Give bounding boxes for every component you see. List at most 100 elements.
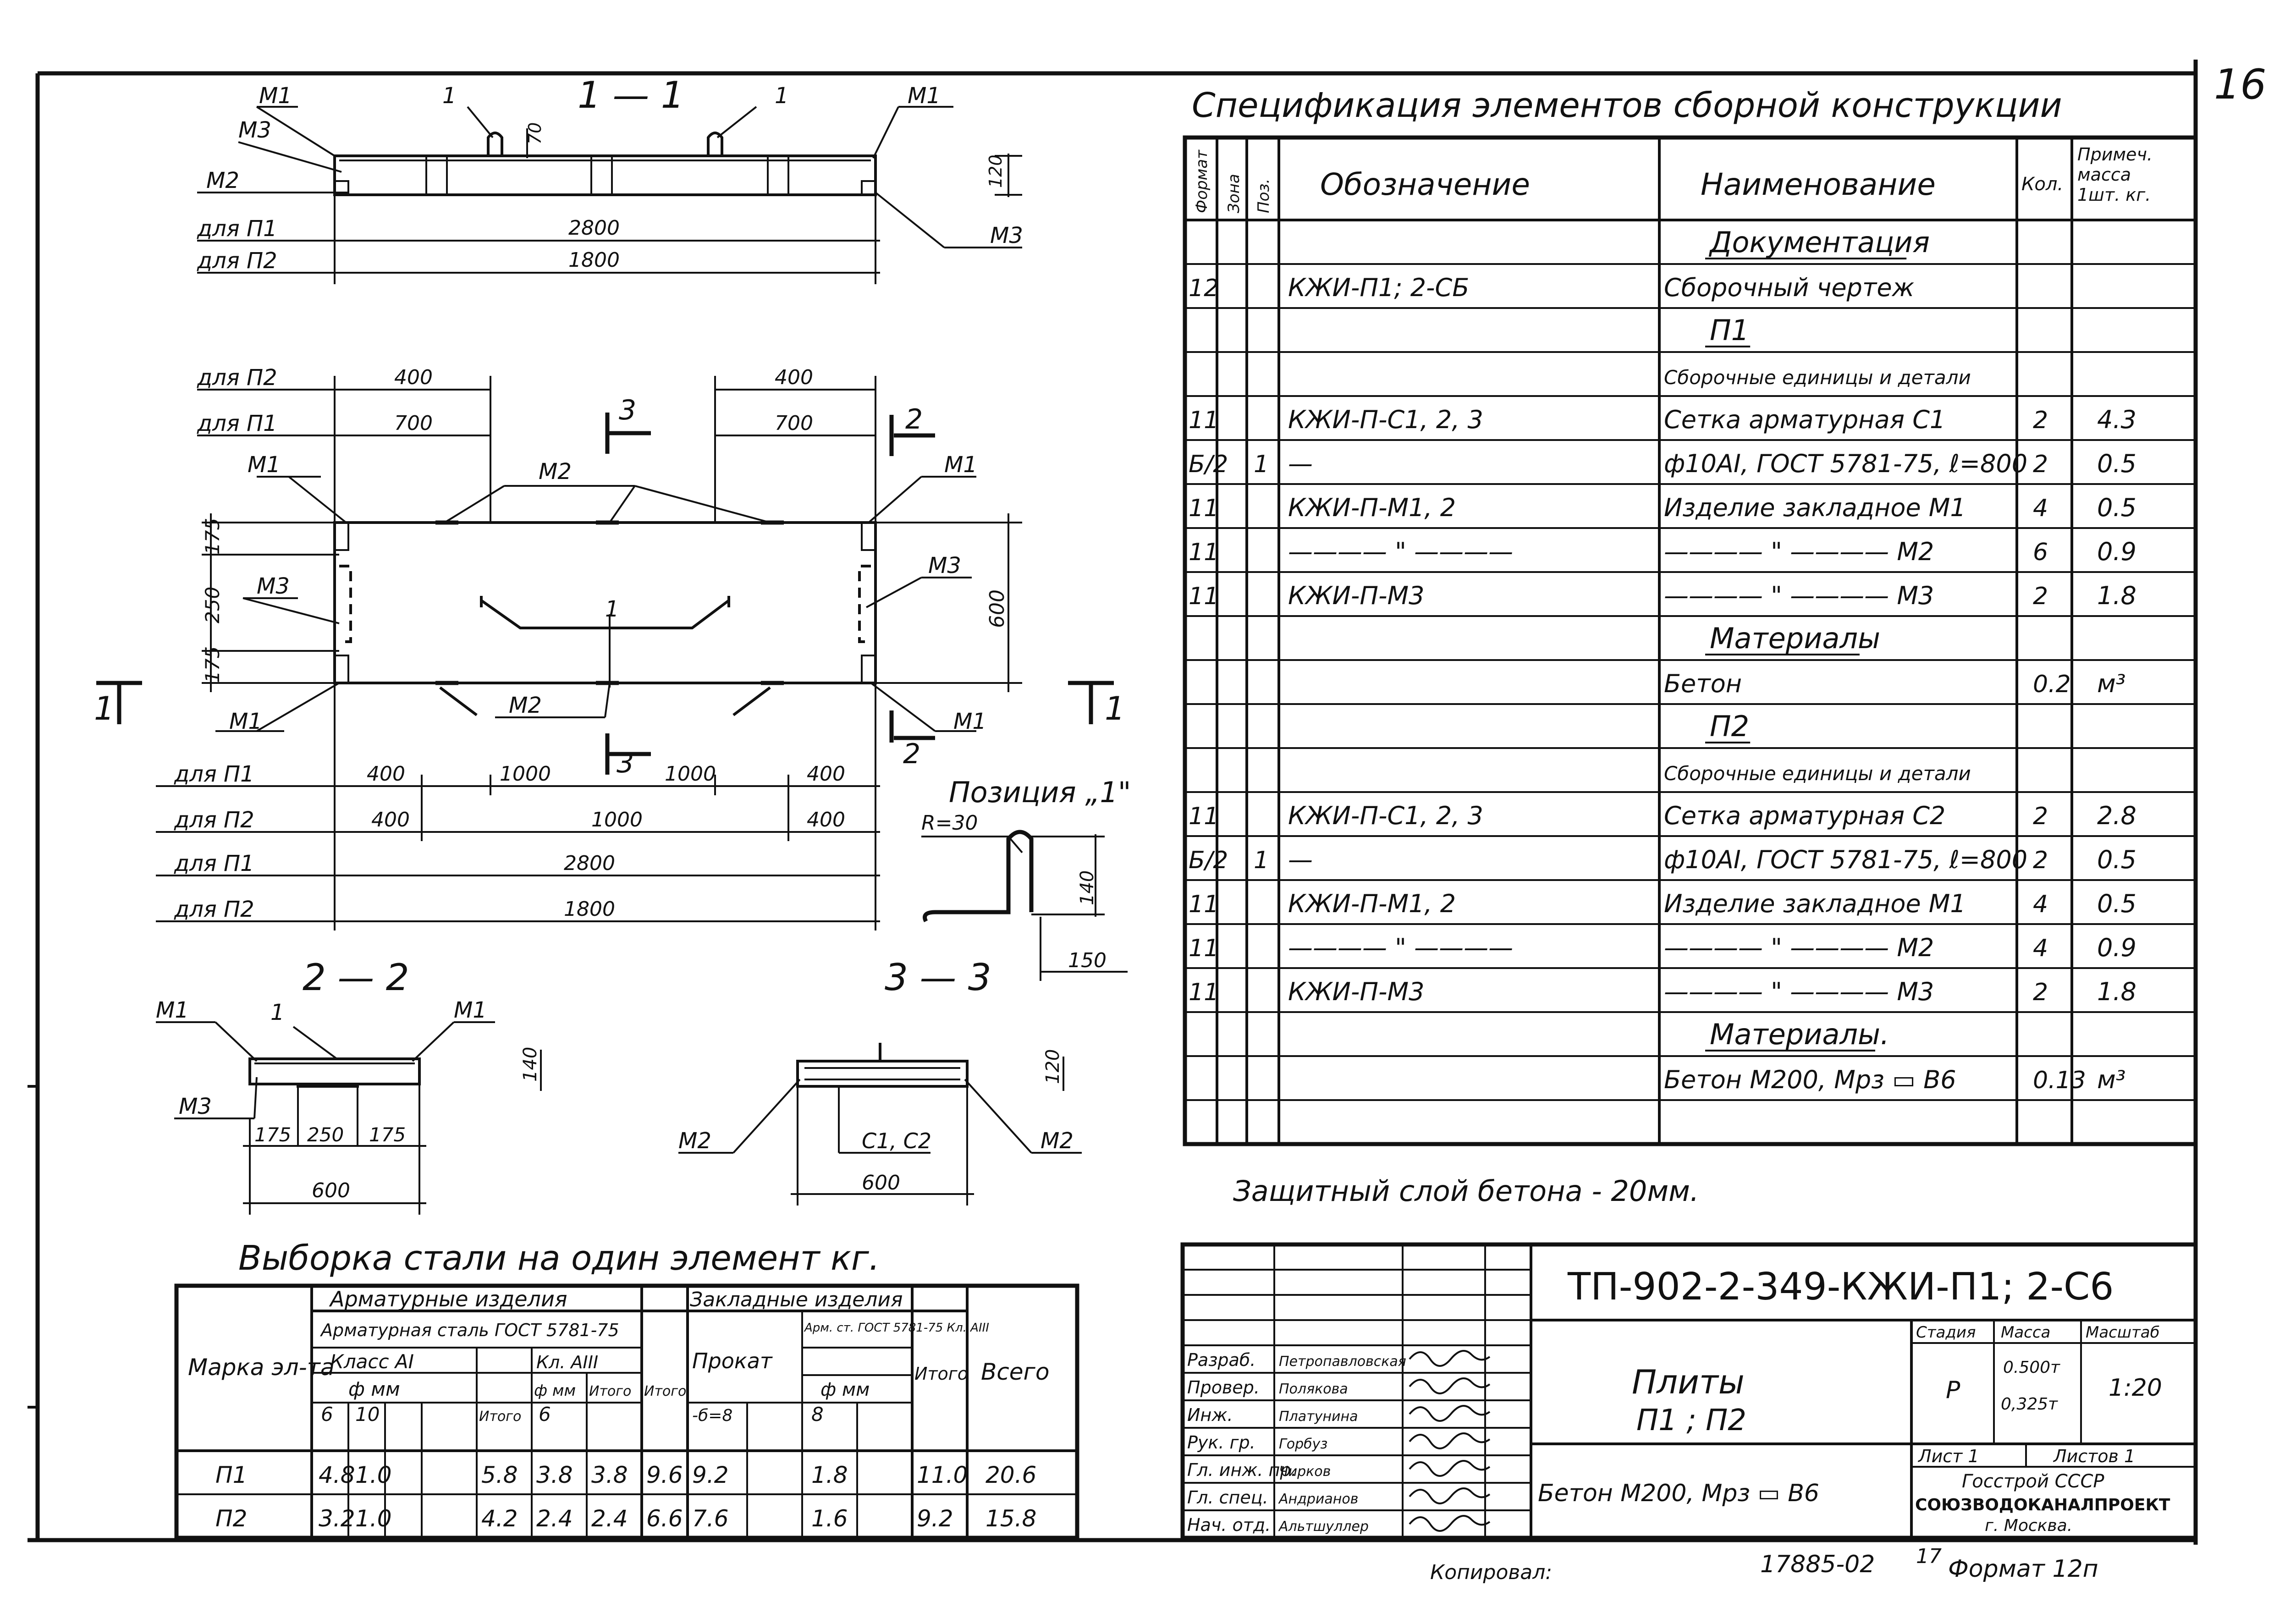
title-h-stage: Стадия xyxy=(1916,1323,1976,1342)
person-role: Гл. инж. пр. xyxy=(1187,1460,1297,1480)
steel-h-b8: -б=8 xyxy=(692,1406,732,1425)
spec-cell-format: 11 xyxy=(1189,539,1219,566)
label-m1: М1 xyxy=(259,83,292,109)
title-sheet: Лист 1 xyxy=(1917,1446,1979,1466)
steel-cell-it2: 9.2 xyxy=(917,1505,953,1532)
label-m1: М1 xyxy=(953,709,986,734)
title-h-mass: Масса xyxy=(2001,1323,2050,1342)
label-m1: М1 xyxy=(248,452,281,478)
label-dlya-p2: для П2 xyxy=(174,807,254,833)
steel-col-6: 6 xyxy=(321,1403,333,1426)
spec-cell-name: Сетка арматурная С2 xyxy=(1664,801,1945,830)
section-1-1: 1 — 1 xyxy=(197,74,1022,284)
spec-cell-format: 11 xyxy=(1189,407,1219,434)
title-concrete: Бетон М200, Мрз ▭ В6 xyxy=(1538,1480,1819,1507)
steel-cell-a8: 1.8 xyxy=(811,1462,848,1488)
label-m3: М3 xyxy=(179,1094,212,1119)
spec-header-1: Зона xyxy=(1225,174,1243,213)
spec-cell-name: Изделие закладное М1 xyxy=(1664,889,1966,918)
dim-400: 400 xyxy=(807,808,845,831)
plan-view xyxy=(96,376,1114,930)
spec-section-heading: П2 xyxy=(1710,710,1749,743)
spec-header-name: Наименование xyxy=(1701,167,1936,202)
dim-2800: 2800 xyxy=(568,216,620,240)
title-sheets: Листов 1 xyxy=(2053,1446,2135,1466)
person-name: Горбуз xyxy=(1279,1436,1327,1452)
steel-h-itogo: Итого xyxy=(644,1383,686,1399)
spec-cell-format: Б/2 xyxy=(1189,847,1228,874)
spec-cell-mass: 4.3 xyxy=(2097,405,2136,434)
dim-250: 250 xyxy=(307,1123,344,1146)
dim-400: 400 xyxy=(367,762,405,786)
title-mass-2: 0,325т xyxy=(2001,1395,2058,1414)
person-role: Гл. спец. xyxy=(1187,1487,1268,1508)
spec-cell-name: Сетка арматурная С1 xyxy=(1664,405,1945,434)
spec-section-heading: П1 xyxy=(1710,314,1749,347)
label-m2: М2 xyxy=(678,1128,711,1154)
steel-cell-b6: 3.8 xyxy=(536,1462,573,1488)
steel-table-grid xyxy=(174,1283,1079,1540)
spec-header-2: Поз. xyxy=(1255,179,1273,213)
dim-175: 175 xyxy=(201,518,224,555)
section-2-marker: 2 xyxy=(903,738,920,770)
section-3-3-title: 3 — 3 xyxy=(885,956,991,999)
steel-h-phi: ф мм xyxy=(820,1379,870,1400)
person-name: Платунина xyxy=(1279,1409,1358,1425)
label-m1: М1 xyxy=(156,997,189,1023)
spec-cell-format: 12 xyxy=(1189,275,1219,302)
spec-cell-designation: КЖИ-П-М3 xyxy=(1288,977,1424,1006)
section-3-marker: 3 xyxy=(617,747,634,779)
steel-col-10: 10 xyxy=(355,1403,380,1426)
label-m3: М3 xyxy=(238,117,271,143)
sheet-number: 16 xyxy=(2214,61,2267,109)
spec-cell-mass: 0.9 xyxy=(2097,933,2136,962)
signature-mark xyxy=(1409,1460,1491,1477)
spec-header-0: Формат xyxy=(1193,149,1211,213)
spec-cell-designation: — xyxy=(1288,449,1313,478)
spec-cell-qty: 2 xyxy=(2033,803,2048,830)
label-m2: М2 xyxy=(509,693,542,718)
footer-number: 17885-02 xyxy=(1760,1551,1875,1578)
spec-table: Формат Зона Поз. Обозначение Наименование Кол… xyxy=(1189,144,2153,1094)
spec-cell-mass: 1.8 xyxy=(2097,977,2136,1006)
dim-70: 70 xyxy=(525,122,545,144)
steel-col-8: 8 xyxy=(811,1403,824,1426)
spec-header-qty: Кол. xyxy=(2021,174,2063,195)
spec-cell-name: Бетон xyxy=(1664,669,1742,698)
steel-col-6: 6 xyxy=(539,1403,551,1426)
steel-h-zakl: Закладные изделия xyxy=(690,1288,903,1311)
footer-sheet-no: 17 xyxy=(1916,1545,1942,1568)
protective-layer-note: Защитный слой бетона - 20мм. xyxy=(1233,1174,1699,1208)
person-role: Провер. xyxy=(1187,1377,1260,1398)
dim-400: 400 xyxy=(371,808,410,831)
spec-cell-designation: КЖИ-П-М1, 2 xyxy=(1288,889,1456,918)
person-name: Петропавловская xyxy=(1279,1354,1406,1370)
spec-title: Спецификация элементов сборной конструкц… xyxy=(1192,86,2062,125)
dim-400: 400 xyxy=(775,366,813,389)
spec-section-heading: Материалы. xyxy=(1710,1018,1889,1051)
footer-copied: Копировал: xyxy=(1430,1561,1552,1584)
label-m1: М1 xyxy=(229,709,262,734)
dim-600: 600 xyxy=(986,589,1009,628)
label-dlya-p1: для П1 xyxy=(197,216,277,242)
signature-mark xyxy=(1409,1432,1491,1449)
label-dlya-p1: для П1 xyxy=(174,851,254,876)
steel-cell-bi: 2.4 xyxy=(591,1505,628,1532)
title-block-grid xyxy=(1180,1242,2198,1540)
dim-120: 120 xyxy=(1042,1049,1063,1084)
dim-400: 400 xyxy=(807,762,845,786)
steel-h-itogo: Итого xyxy=(914,1364,968,1384)
dim-250: 250 xyxy=(201,587,224,623)
steel-table-title: Выборка стали на один элемент кг. xyxy=(238,1239,880,1278)
spec-cell-format: Б/2 xyxy=(1189,451,1228,478)
spec-cell-mass: 0.9 xyxy=(2097,537,2136,566)
dim-400: 400 xyxy=(394,366,433,389)
spec-cell-qty: 2 xyxy=(2033,583,2048,610)
drawing-name-line1: Плиты xyxy=(1632,1363,1745,1401)
spec-header-designation: Обозначение xyxy=(1320,167,1530,202)
steel-cell-it1: 9.6 xyxy=(646,1462,683,1488)
spec-cell-format: 11 xyxy=(1189,803,1219,830)
label-m1: М1 xyxy=(454,997,487,1023)
spec-cell-mass: 2.8 xyxy=(2097,801,2136,830)
